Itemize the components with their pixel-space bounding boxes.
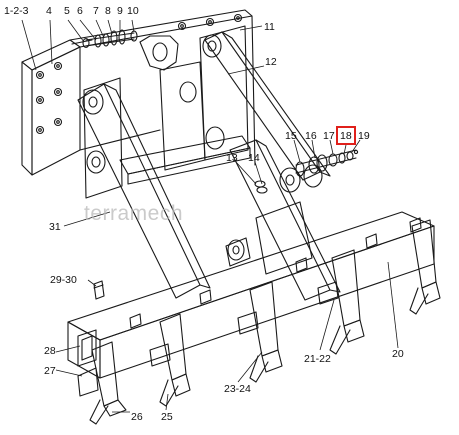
callout-26: 26	[131, 411, 143, 423]
shank-front-left	[77, 341, 127, 425]
pivot-bracket	[159, 25, 249, 171]
callout-4: 4	[46, 5, 52, 17]
center-pin	[225, 237, 251, 267]
callout-15: 15	[285, 130, 297, 142]
callout-13: 13	[226, 152, 238, 164]
top-pin-assembly	[71, 29, 179, 71]
side-pin-assembly	[254, 149, 359, 194]
callout-11: 11	[264, 21, 275, 33]
callout-10: 10	[127, 5, 139, 17]
top-link	[202, 31, 331, 188]
lower-crossbar	[119, 135, 251, 185]
callout-23-24: 23-24	[224, 383, 251, 395]
callout-8: 8	[105, 5, 111, 17]
leader-lines	[21, 19, 399, 413]
shank-3	[237, 281, 283, 383]
callout-21-22: 21-22	[304, 353, 331, 365]
callout-1-2-3: 1-2-3	[4, 5, 29, 17]
shank-rear-right	[409, 219, 441, 315]
callout-14: 14	[248, 152, 260, 164]
callout-12: 12	[265, 56, 277, 68]
callout-9: 9	[117, 5, 123, 17]
shank-4	[317, 249, 365, 355]
callout-29-30: 29-30	[50, 274, 77, 286]
left-frame-arm	[77, 77, 211, 299]
callout-5: 5	[64, 5, 70, 17]
callout-17: 17	[323, 130, 335, 142]
callout-7: 7	[93, 5, 99, 17]
shank-2	[149, 313, 191, 407]
callout-6: 6	[77, 5, 83, 17]
callout-18-highlight-box	[336, 126, 356, 145]
callout-28: 28	[44, 345, 56, 357]
callout-31: 31	[49, 221, 61, 233]
right-frame-arm	[229, 139, 341, 301]
callout-27: 27	[44, 365, 56, 377]
clip-part	[93, 280, 105, 300]
callout-16: 16	[305, 130, 317, 142]
callout-25: 25	[161, 411, 173, 423]
callout-18: 18	[340, 130, 352, 142]
watermark-text: terramech	[84, 202, 184, 225]
callout-19: 19	[358, 130, 370, 142]
callout-20: 20	[392, 348, 404, 360]
mounting-plate	[21, 9, 256, 176]
